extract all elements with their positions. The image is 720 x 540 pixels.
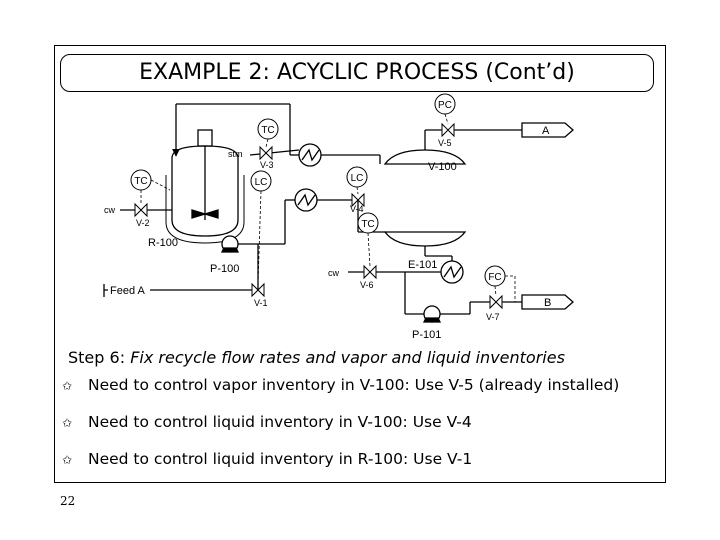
lc-reactor-label: LC bbox=[255, 177, 268, 188]
star-bullet-icon: ✩ bbox=[62, 379, 73, 393]
valve-v6 bbox=[363, 264, 377, 280]
valve-v2 bbox=[134, 202, 148, 218]
heat-exchanger-upper bbox=[298, 143, 322, 167]
title-box bbox=[60, 54, 654, 92]
v100-label: V-100 bbox=[428, 161, 457, 173]
pump-p100 bbox=[220, 235, 240, 253]
heat-exchanger-lower bbox=[294, 188, 318, 212]
tc-right-label: TC bbox=[361, 219, 374, 230]
tc-top-label: TC bbox=[261, 125, 274, 136]
valve-v5 bbox=[441, 122, 455, 138]
pc-label: PC bbox=[438, 100, 452, 111]
e101-label: E-101 bbox=[408, 259, 437, 271]
stm-label: stm bbox=[228, 149, 243, 159]
stream-a-arrow bbox=[521, 122, 574, 138]
v2-label: V-2 bbox=[136, 218, 150, 228]
cw-left-label: cw bbox=[104, 205, 116, 215]
r100-label: R-100 bbox=[148, 237, 178, 249]
lc-v100-label: LC bbox=[351, 173, 364, 184]
cw-right-label: cw bbox=[328, 268, 340, 278]
valve-v3 bbox=[259, 145, 273, 161]
step-label: Step 6: bbox=[68, 348, 126, 367]
v7-label: V-7 bbox=[486, 312, 500, 322]
process-lines bbox=[120, 103, 522, 315]
step-heading: Step 6: Fix recycle flow rates and vapor… bbox=[68, 348, 565, 367]
v5-label: V-5 bbox=[438, 138, 452, 148]
valve-v1 bbox=[251, 282, 265, 298]
fc-label: FC bbox=[488, 272, 501, 283]
bullet-text-1: Need to control vapor inventory in V-100… bbox=[88, 376, 620, 394]
stream-b-arrow bbox=[521, 294, 574, 310]
drum-e101 bbox=[383, 231, 467, 247]
valve-v4 bbox=[351, 192, 365, 208]
pump-p101 bbox=[422, 305, 442, 323]
agitator bbox=[191, 129, 219, 220]
v1-label: V-1 bbox=[254, 298, 268, 308]
p101-label: P-101 bbox=[412, 329, 441, 341]
heat-exchanger-e101 bbox=[440, 260, 464, 284]
stream-a-label: A bbox=[542, 125, 550, 137]
star-bullet-icon: ✩ bbox=[62, 416, 73, 430]
p100-label: P-100 bbox=[210, 263, 239, 275]
stream-b-label: B bbox=[544, 297, 551, 309]
v4-label: V-4 bbox=[350, 204, 364, 214]
signal-lines bbox=[140, 113, 516, 302]
v6-label: V-6 bbox=[360, 280, 374, 290]
bullet-text-2: Need to control liquid inventory in V-10… bbox=[88, 413, 472, 431]
slide-title: EXAMPLE 2: ACYCLIC PROCESS (Cont’d) bbox=[139, 60, 575, 85]
slide-frame bbox=[54, 45, 666, 483]
v3-label: V-3 bbox=[260, 160, 274, 170]
star-bullet-icon: ✩ bbox=[62, 453, 73, 467]
bullet-text-3: Need to control liquid inventory in R-10… bbox=[88, 450, 473, 468]
step-text: Fix recycle flow rates and vapor and liq… bbox=[130, 348, 565, 367]
bullet-3: ✩ Need to control liquid inventory in R-1… bbox=[62, 450, 472, 468]
feed-a-label: Feed A bbox=[110, 285, 146, 297]
valve-v7 bbox=[489, 294, 503, 310]
bullet-2: ✩ Need to control liquid inventory in V-1… bbox=[62, 413, 472, 431]
tc-left-label: TC bbox=[134, 176, 147, 187]
reactor-r100 bbox=[165, 145, 245, 244]
page-number: 22 bbox=[60, 494, 76, 508]
bullet-1: ✩ Need to control vapor inventory in V-10… bbox=[62, 376, 619, 394]
